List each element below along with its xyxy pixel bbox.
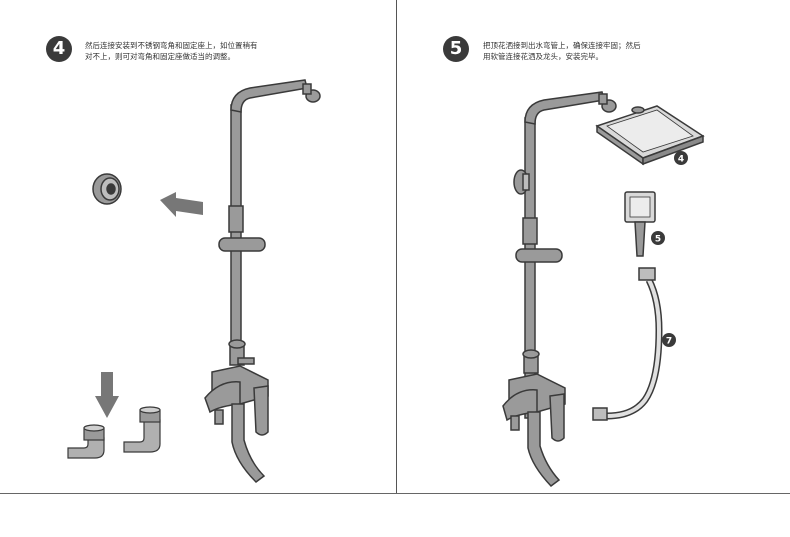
step-5-text-line-2: 用软管连接花洒及龙头，安装完毕。 [483, 52, 603, 61]
shower-column-left [204, 79, 321, 483]
wall-mount-fitting [92, 173, 122, 205]
step-4-instructions: 然后连接安装到不锈钢弯角和固定座上，如位置稍有 对不上，则可对弯角和固定座做适当… [85, 40, 285, 62]
step-4-panel: 4 然后连接安装到不锈钢弯角和固定座上，如位置稍有 对不上，则可对弯角和固定座做… [0, 0, 396, 493]
elbow-fittings [67, 406, 161, 459]
step-5-illustration: 4 5 7 [502, 91, 705, 488]
step-4-text-line-2: 对不上，则可对弯角和固定座做适当的调整。 [85, 52, 235, 61]
arrow-left-icon [160, 192, 203, 217]
callout-hose-badge [662, 333, 676, 347]
step-5-number: 5 [443, 36, 469, 62]
panel-divider [396, 0, 397, 493]
callout-hand-shower-badge [651, 231, 665, 245]
callout-top-shower-badge [674, 151, 688, 165]
callout-hose-label: 7 [666, 337, 672, 347]
shower-hose [592, 267, 663, 421]
step-4-text-line-1: 然后连接安装到不锈钢弯角和固定座上，如位置稍有 [85, 41, 258, 50]
step-5-panel: 5 把顶花洒接到出水弯管上，确保连接牢固；然后 用软管连接花洒及龙头，安装完毕。 [397, 0, 790, 493]
step-4-number: 4 [46, 36, 72, 62]
callout-hand-shower-label: 5 [655, 235, 661, 245]
hand-shower [624, 191, 656, 257]
top-shower-head [595, 105, 705, 166]
bottom-rule [0, 493, 790, 494]
step-5-instructions: 把顶花洒接到出水弯管上，确保连接牢固；然后 用软管连接花洒及龙头，安装完毕。 [483, 40, 683, 62]
step-4-illustration [67, 79, 321, 483]
arrow-down-icon [95, 372, 119, 418]
step-5-text-line-1: 把顶花洒接到出水弯管上，确保连接牢固；然后 [483, 41, 641, 50]
shower-column-right [502, 91, 617, 488]
callout-top-shower-label: 4 [678, 155, 684, 165]
